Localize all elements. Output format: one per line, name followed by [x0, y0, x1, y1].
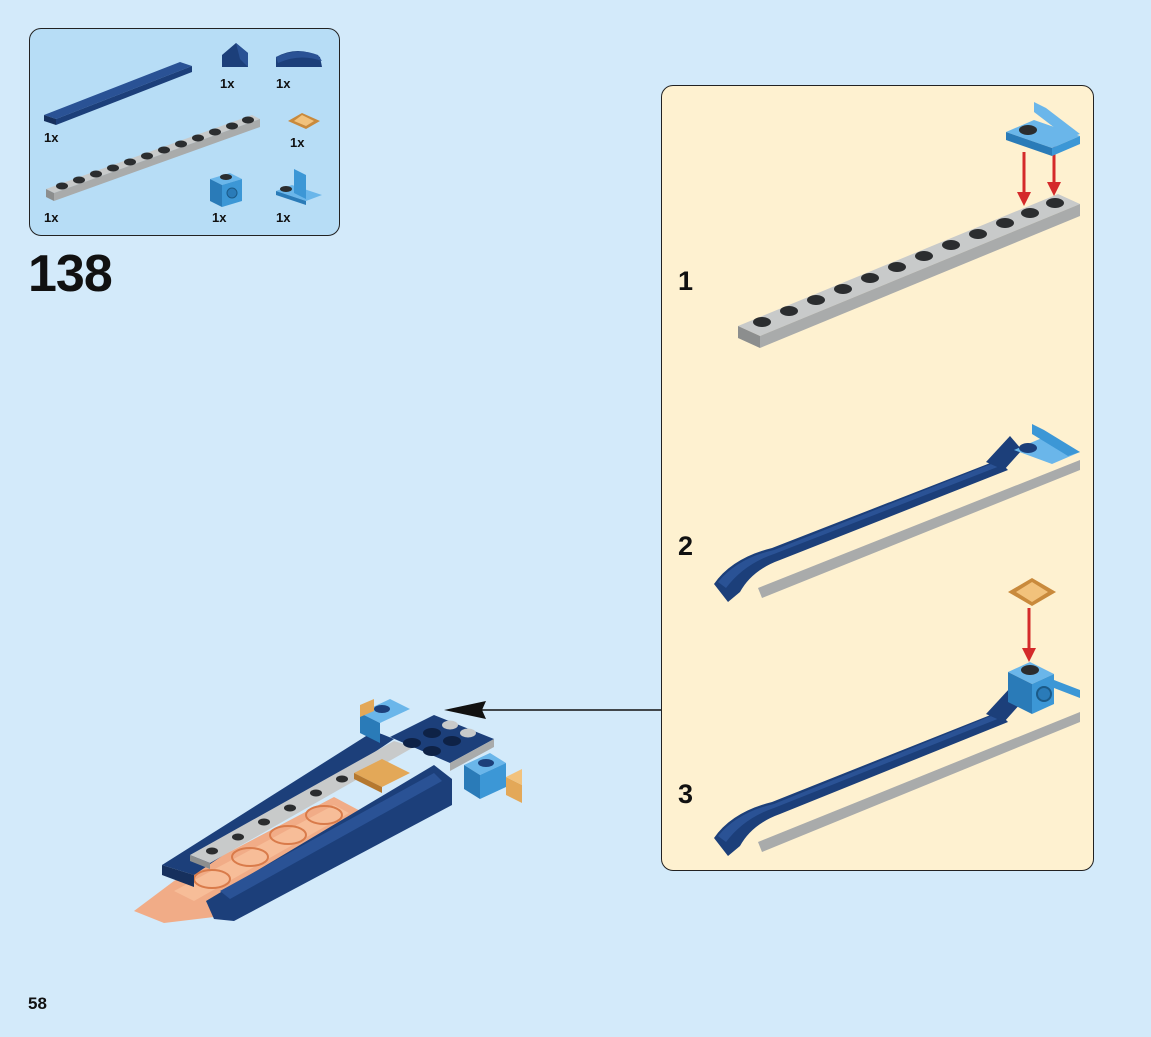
- sub3-gold-pyramid: [1008, 578, 1056, 606]
- sub3-grey-plate: [758, 712, 1080, 852]
- part-dark-blue-tile: [44, 62, 192, 125]
- sub3-red-arrow: [1022, 608, 1036, 662]
- sub3-blue-brick: [1008, 662, 1080, 714]
- page-number: 58: [28, 994, 47, 1013]
- top-dark-blue-plate: [390, 715, 494, 771]
- part-dark-blue-slope: [222, 43, 248, 67]
- part-grey-plate: [46, 115, 260, 201]
- qty-medium-blue-bracket: 1x: [276, 210, 291, 225]
- qty-medium-blue-brick: 1x: [212, 210, 227, 225]
- parts-illustrations: [44, 43, 322, 207]
- substep-3-illustration: [714, 578, 1080, 856]
- sub3-dark-blue-tile: [714, 688, 1022, 856]
- qty-grey-plate: 1x: [44, 210, 59, 225]
- qty-dark-blue-curved: 1x: [276, 76, 291, 91]
- part-medium-blue-bracket: [276, 169, 322, 205]
- part-gold-pyramid: [288, 113, 320, 129]
- substep-label-2: 2: [678, 531, 694, 561]
- substep-label-1: 1: [678, 266, 694, 296]
- parts-list-box: 1x 1x 1x 1x 1x 1x 1x: [29, 28, 340, 236]
- substep-1-illustration: [738, 102, 1080, 348]
- step-number: 138: [28, 245, 113, 303]
- main-assembly: [134, 699, 522, 923]
- qty-dark-blue-slope: 1x: [220, 76, 235, 91]
- medium-blue-bracket-rear: [360, 699, 410, 743]
- qty-dark-blue-tile: 1x: [44, 130, 59, 145]
- substep-label-3: 3: [678, 779, 694, 809]
- part-medium-blue-brick: [210, 173, 242, 207]
- medium-blue-bracket-front: [464, 753, 522, 803]
- substep-box: 1 2 3: [661, 85, 1094, 871]
- sub1-blue-bracket: [1006, 102, 1080, 156]
- gold-tile: [354, 759, 410, 793]
- sub2-blue-bracket: [1014, 424, 1080, 464]
- sub2-grey-plate: [758, 460, 1080, 598]
- qty-gold-pyramid: 1x: [290, 135, 305, 150]
- substep-2-illustration: [714, 424, 1080, 602]
- part-dark-blue-curved: [276, 51, 322, 67]
- sub2-dark-blue-tile: [714, 436, 1022, 602]
- connector-arrow: [444, 701, 661, 719]
- sub1-grey-plate: [738, 194, 1080, 348]
